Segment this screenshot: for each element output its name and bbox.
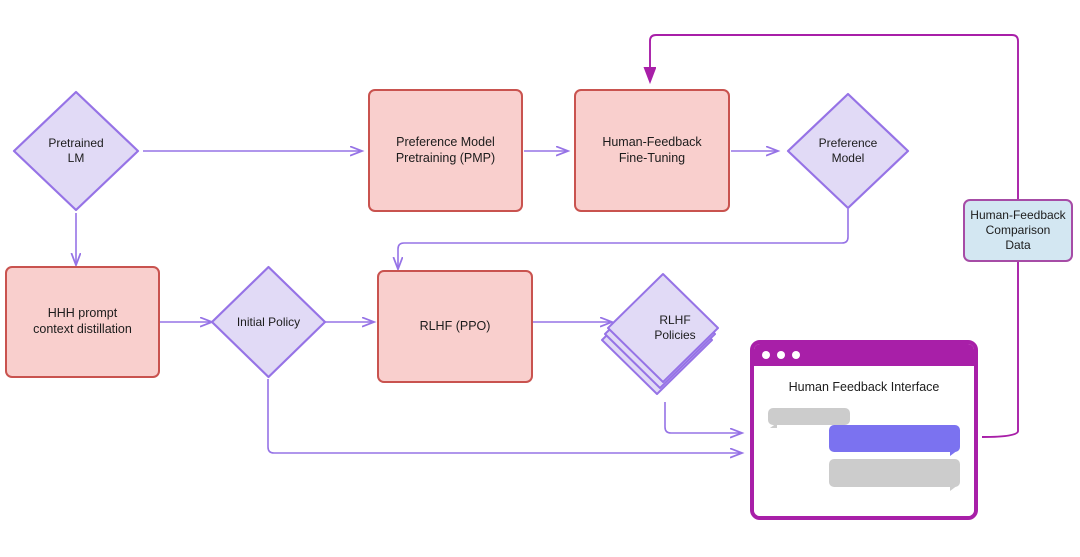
node-initial-policy[interactable]: Initial Policy [210,265,327,379]
message-bubble-assistant[interactable] [768,408,850,425]
message-list [768,408,960,487]
node-human-feedback-fine-tuning[interactable]: Human-Feedback Fine-Tuning [574,89,730,212]
node-hhh-prompt-context-distillation[interactable]: HHH prompt context distillation [5,266,160,378]
interface-title: Human Feedback Interface [788,380,940,394]
browser-body: Human Feedback Interface [754,366,974,516]
stacked-diamond-shape [601,273,719,395]
pmp-line1: Preference Model [396,134,495,149]
hffinetune-line2: Fine-Tuning [618,150,686,165]
hhh-line1: HHH prompt [47,306,118,321]
node-label: HHH prompt context distillation [33,306,132,337]
node-label: Human-Feedback Comparison Data [970,208,1065,253]
hfdata-line1: Human-Feedback [970,208,1066,222]
message-bubble-option-b[interactable] [829,459,960,487]
hfdata-line3: Data [1005,238,1031,252]
node-label: Human-Feedback Fine-Tuning [602,135,701,166]
node-label: Preference Model Pretraining (PMP) [396,135,495,166]
node-pretrained-lm[interactable]: Pretrained LM [12,90,140,212]
edge-rlhfpolicies-to-interface [664,402,742,433]
node-preference-model-pretraining[interactable]: Preference Model Pretraining (PMP) [368,89,523,212]
edge-preferencemodel-to-rlhfppo [398,209,849,269]
maximize-dot-icon[interactable] [792,351,800,359]
hfdata-line2: Comparison [985,223,1051,237]
node-rlhf-ppo[interactable]: RLHF (PPO) [377,270,533,383]
diamond-shape [210,265,327,379]
message-bubble-option-a[interactable] [829,425,960,452]
close-dot-icon[interactable] [762,351,770,359]
hhh-line2: context distillation [33,322,132,336]
diamond-shape [12,90,140,212]
minimize-dot-icon[interactable] [777,351,785,359]
diamond-shape [786,92,910,210]
node-preference-model[interactable]: Preference Model [786,92,910,210]
edge-interface-to-comparisondata [981,262,1019,438]
node-label: RLHF (PPO) [419,318,491,333]
pmp-line2: Pretraining (PMP) [395,150,496,165]
browser-titlebar [754,344,974,366]
node-human-feedback-comparison-data[interactable]: Human-Feedback Comparison Data [963,199,1073,262]
human-feedback-interface-window[interactable]: Human Feedback Interface [750,340,978,520]
hffinetune-line1: Human-Feedback [602,134,702,149]
node-rlhf-policies[interactable]: RLHF Policies [601,264,726,404]
